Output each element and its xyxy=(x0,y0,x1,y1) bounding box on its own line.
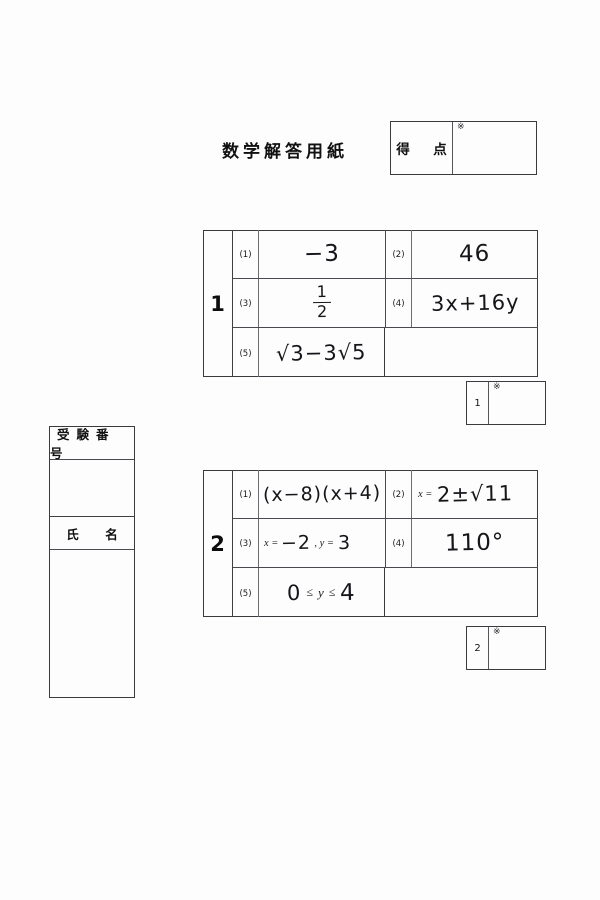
answer-table-1-border xyxy=(203,230,538,377)
handwritten-answer-fraction: 1 2 xyxy=(312,282,332,322)
examinee-number-field[interactable] xyxy=(50,460,134,517)
section-1-score-box: 1 ※ xyxy=(466,381,546,425)
answer-row-2-3: (5) 0 ≤ y ≤ 4 xyxy=(233,568,538,617)
handwritten-answer: 46 xyxy=(459,240,491,268)
examinee-name-label: 氏 名 xyxy=(50,517,134,550)
handwritten-answer-x: −2 xyxy=(281,531,312,555)
handwritten-answer: √3−3√5 xyxy=(276,339,367,366)
handwritten-answer-left: 0 xyxy=(286,580,302,605)
variable-label: y xyxy=(317,584,324,600)
page-title: 数学解答用紙 xyxy=(222,142,348,162)
answer-area[interactable]: (x−8)(x+4) xyxy=(259,470,385,518)
handwritten-answer: 2±√11 xyxy=(437,481,514,507)
kome-icon: ※ xyxy=(493,627,501,637)
sub-number-label: (2) xyxy=(386,470,412,518)
answer-row-2-1: (1) (x−8)(x+4) (2) x = 2±√11 xyxy=(233,470,538,519)
problem-number-1: 1 xyxy=(203,230,233,377)
handwritten-answer-right: 4 xyxy=(340,579,357,606)
answer-area[interactable]: √3−3√5 xyxy=(259,328,384,377)
handwritten-answer: 110° xyxy=(445,529,505,557)
answer-area[interactable]: 46 xyxy=(412,230,538,278)
sub-number-label: (1) xyxy=(233,230,259,278)
answer-cell-1-1[interactable]: (1) −3 xyxy=(233,230,385,278)
answer-area[interactable]: −3 xyxy=(259,230,385,278)
answer-cell-1-5[interactable]: (5) √3−3√5 xyxy=(233,328,385,377)
kome-icon: ※ xyxy=(457,122,465,132)
fraction-denominator: 2 xyxy=(316,302,328,322)
answer-area[interactable]: x = 2±√11 xyxy=(412,470,538,518)
answer-row-1-3: (5) √3−3√5 xyxy=(233,328,538,377)
answer-area[interactable]: 0 ≤ y ≤ 4 xyxy=(259,568,384,617)
sub-number-label: (5) xyxy=(233,568,259,617)
answer-row-1-1: (1) −3 (2) 46 xyxy=(233,230,538,279)
answer-row-1-2: (3) 1 2 (4) 3x+16y xyxy=(233,279,538,328)
answer-row-2-2: (3) x = −2 , y = 3 (4) 110° xyxy=(233,519,538,568)
sub-number-label: (3) xyxy=(233,519,259,567)
answer-area[interactable]: 1 2 xyxy=(259,279,385,327)
examinee-number-label: 受験番号 xyxy=(50,427,134,461)
problem-number-2: 2 xyxy=(203,470,233,617)
handwritten-answer-y: 3 xyxy=(337,531,352,555)
section-1-score-field[interactable]: ※ xyxy=(489,382,545,424)
sub-number-label: (1) xyxy=(233,470,259,518)
handwritten-answer: 3x+16y xyxy=(430,290,520,316)
section-1-score-label: 1 xyxy=(467,382,489,424)
kome-icon: ※ xyxy=(493,382,501,392)
fraction-numerator: 1 xyxy=(316,282,328,302)
printed-prefix-x: x = xyxy=(264,537,279,549)
answer-cell-2-1[interactable]: (1) (x−8)(x+4) xyxy=(233,470,385,518)
printed-prefix: x = xyxy=(418,488,433,500)
relation-2: ≤ xyxy=(328,585,336,599)
answer-table-1: 1 (1) −3 (2) 46 (3) 1 xyxy=(203,230,538,377)
answer-cell-1-4[interactable]: (4) 3x+16y xyxy=(385,279,538,327)
handwritten-answer: −3 xyxy=(303,240,341,268)
examinee-id-box: 受験番号 氏 名 xyxy=(49,426,135,698)
relation-1: ≤ xyxy=(306,585,313,599)
answer-cell-2-2[interactable]: (2) x = 2±√11 xyxy=(385,470,538,518)
sub-number-label: (2) xyxy=(386,230,412,278)
answer-area[interactable]: 3x+16y xyxy=(412,279,538,327)
sub-number-label: (5) xyxy=(233,328,259,377)
handwritten-answer: (x−8)(x+4) xyxy=(262,481,382,507)
sub-number-label: (4) xyxy=(386,519,412,567)
printed-prefix-y: , y = xyxy=(314,537,335,549)
total-score-label: 得 点 xyxy=(391,122,453,174)
answer-cell-2-4[interactable]: (4) 110° xyxy=(385,519,538,567)
section-2-score-label: 2 xyxy=(467,627,489,669)
section-2-score-field[interactable]: ※ xyxy=(489,627,545,669)
section-2-score-box: 2 ※ xyxy=(466,626,546,670)
sub-number-label: (4) xyxy=(386,279,412,327)
answer-cell-2-5[interactable]: (5) 0 ≤ y ≤ 4 xyxy=(233,568,385,617)
total-score-box: 得 点 ※ xyxy=(390,121,537,175)
answer-table-2: 2 (1) (x−8)(x+4) (2) x = 2±√11 (3) xyxy=(203,470,538,617)
answer-cell-1-3[interactable]: (3) 1 2 xyxy=(233,279,385,327)
answer-area[interactable]: 110° xyxy=(412,519,538,567)
answer-cell-1-2[interactable]: (2) 46 xyxy=(385,230,538,278)
total-score-value-field[interactable]: ※ xyxy=(453,122,536,174)
answer-table-2-border xyxy=(203,470,538,617)
sub-number-label: (3) xyxy=(233,279,259,327)
answer-cell-2-3[interactable]: (3) x = −2 , y = 3 xyxy=(233,519,385,567)
answer-area[interactable]: x = −2 , y = 3 xyxy=(259,519,385,567)
